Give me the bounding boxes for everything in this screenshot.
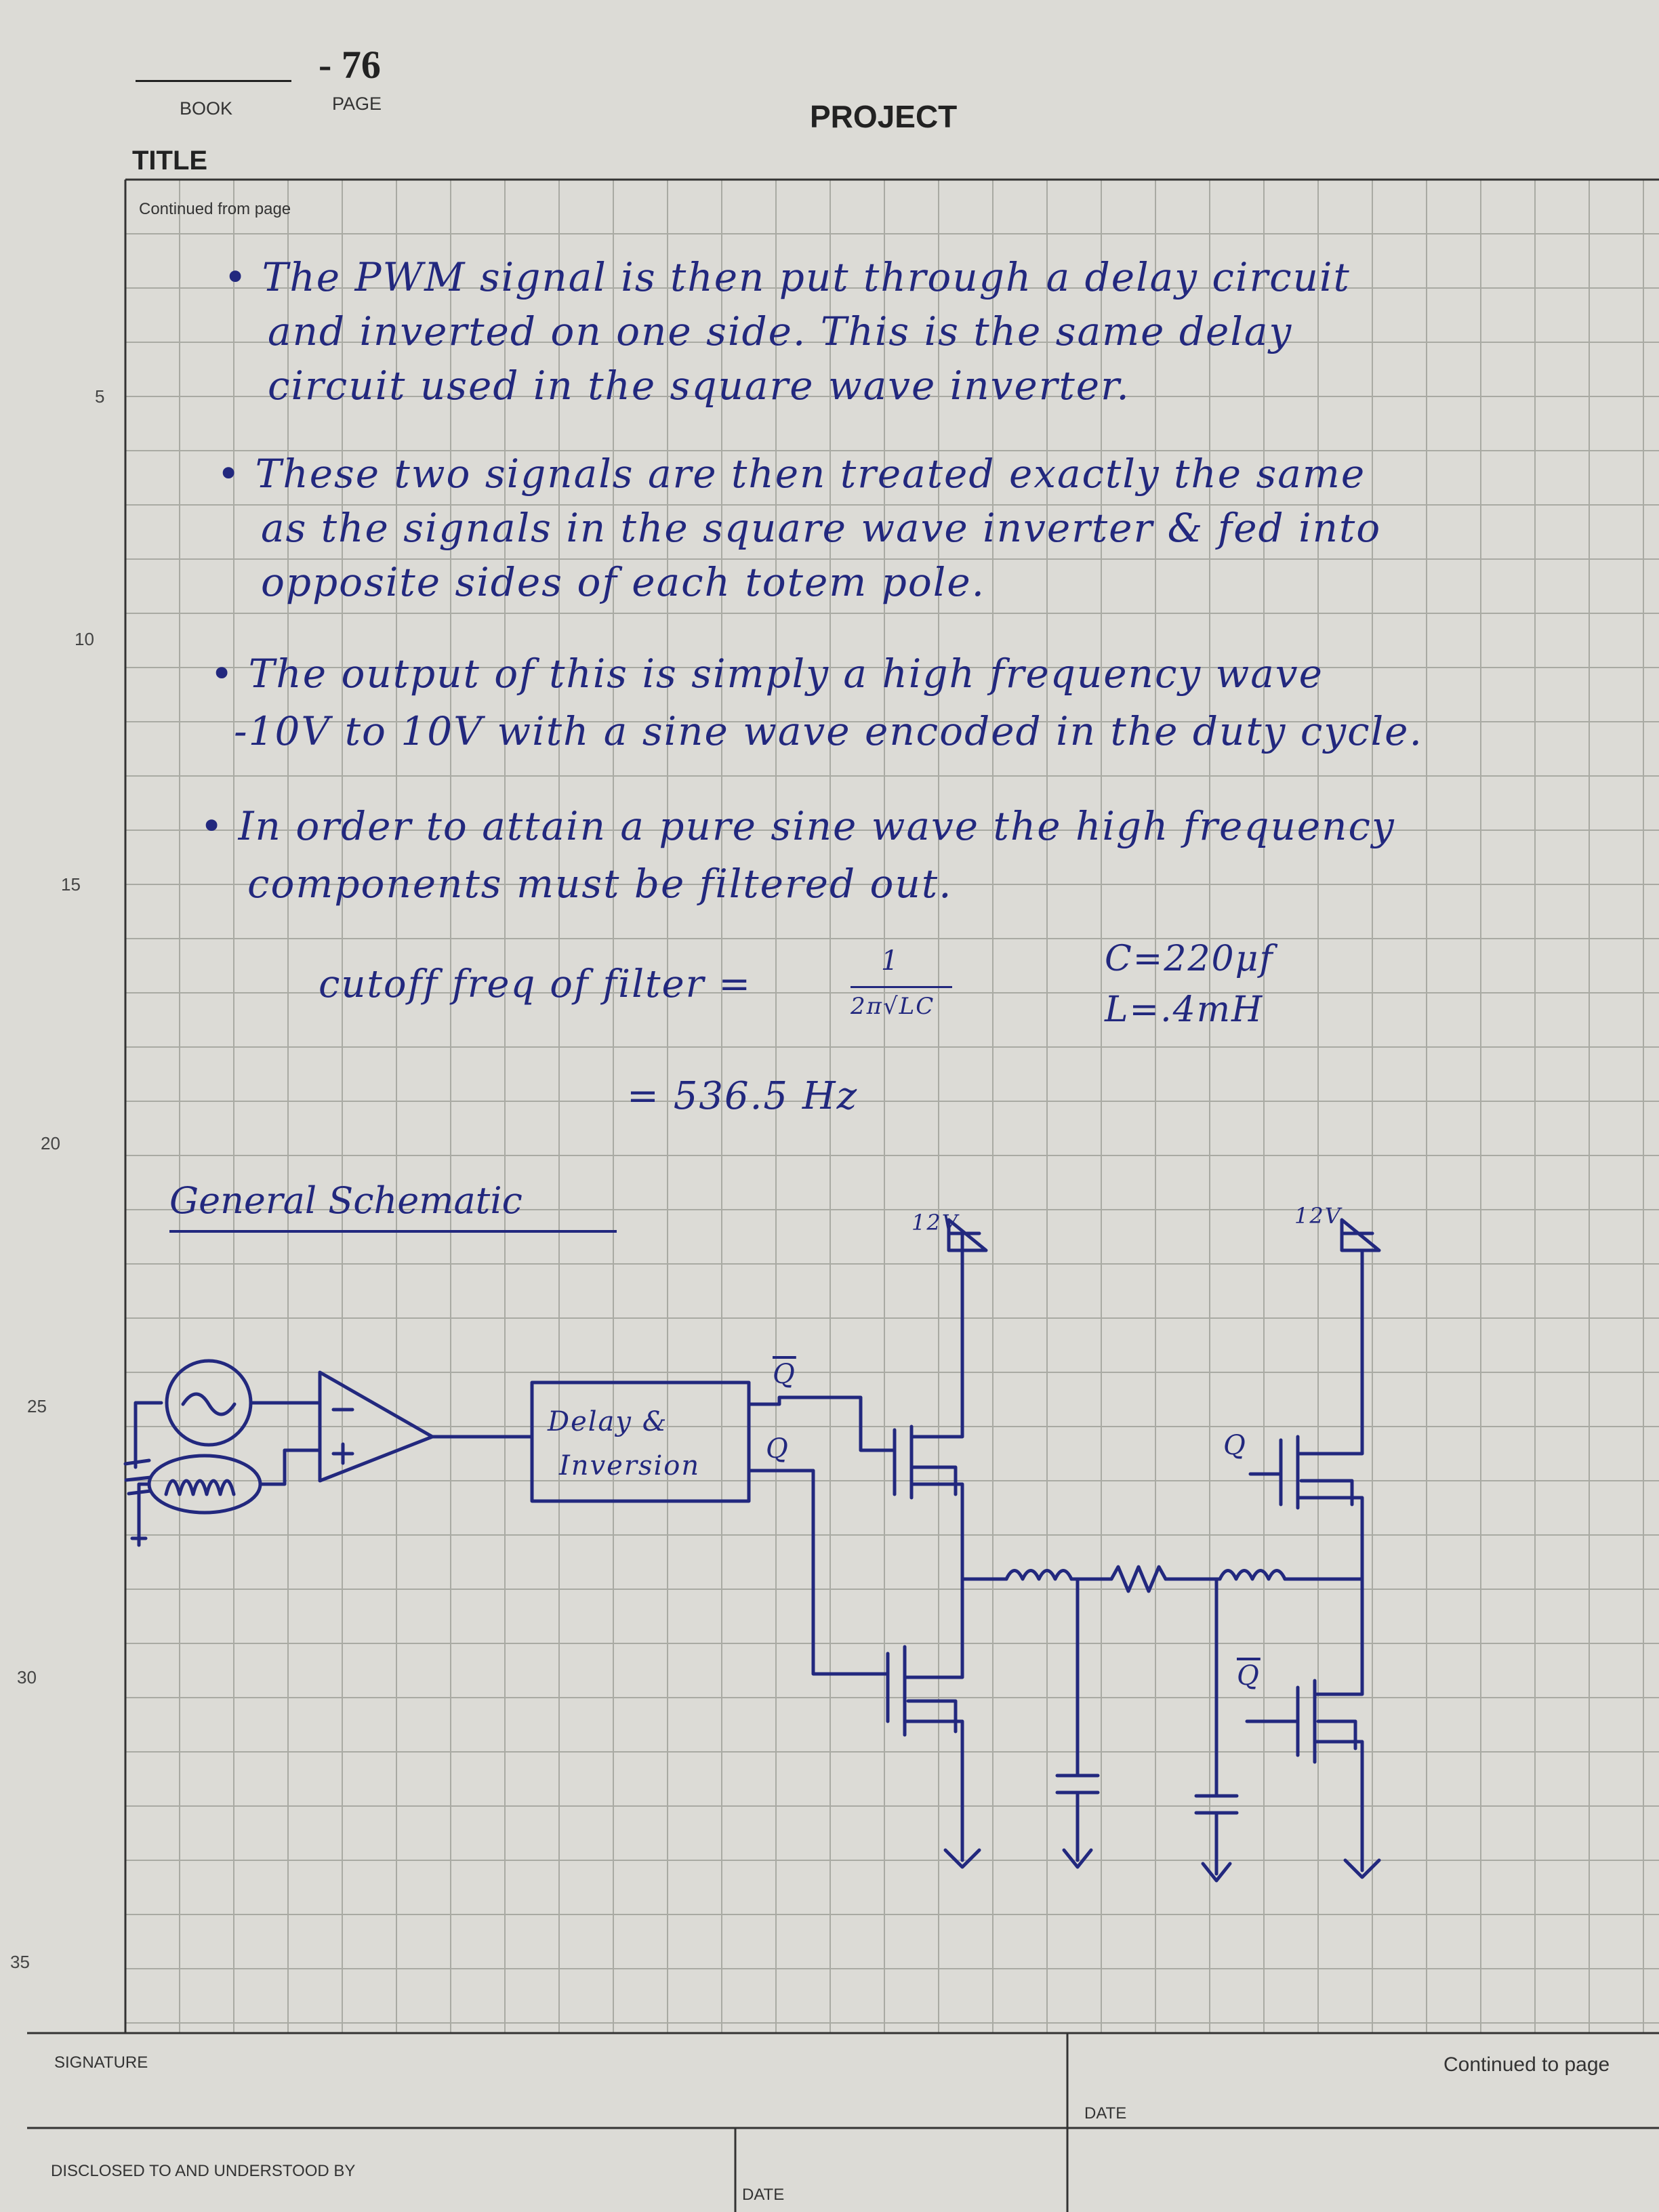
note-line: • These two signals are then treated exa… — [217, 451, 1366, 497]
supply-label: 12V — [1294, 1203, 1342, 1229]
page-label: PAGE — [332, 94, 382, 114]
inductor-left-icon — [1004, 1569, 1073, 1581]
project-label: PROJECT — [810, 99, 958, 134]
q-bar-label: Q — [773, 1359, 796, 1390]
continued-to-label: Continued to page — [1443, 2053, 1610, 2076]
book-number-line — [136, 80, 291, 82]
block-label: Inversion — [559, 1450, 701, 1481]
note-line: and inverted on one side. This is the sa… — [268, 308, 1293, 354]
line-number: 25 — [27, 1396, 47, 1416]
note-line: • The PWM signal is then put through a d… — [224, 254, 1351, 300]
line-number: 35 — [10, 1952, 30, 1972]
formula-numerator: 1 — [881, 945, 900, 977]
date-label: DATE — [742, 2186, 785, 2204]
note-line: circuit used in the square wave inverter… — [268, 363, 1130, 409]
supply-label: 12V — [912, 1210, 959, 1235]
inductor-right-icon — [1218, 1569, 1287, 1581]
line-number: 20 — [41, 1133, 60, 1153]
comparator-icon — [318, 1370, 434, 1483]
line-number: 15 — [61, 874, 81, 895]
gate-label: Q — [1237, 1660, 1261, 1692]
mosfet-bottom-right-icon — [1245, 1577, 1364, 1872]
title-label: TITLE — [132, 146, 208, 176]
continued-from-label: Continued from page — [139, 200, 291, 218]
schematic-title: General Schematic — [169, 1179, 523, 1222]
note-line: as the signals in the square wave invert… — [261, 505, 1382, 551]
mosfet-top-left-icon — [893, 1231, 964, 1578]
inductor-value: L=.4mH — [1105, 989, 1264, 1030]
formula-label: cutoff freq of filter = — [319, 962, 752, 1006]
note-line: • In order to attain a pure sine wave th… — [200, 803, 1395, 849]
gate-label: Q — [1223, 1430, 1247, 1461]
schematic-title-underline — [169, 1230, 617, 1233]
note-line: opposite sides of each totem pole. — [261, 559, 986, 605]
note-line: • The output of this is simply a high fr… — [210, 651, 1324, 697]
capacitor-left-icon — [1055, 1577, 1100, 1869]
q-label: Q — [766, 1433, 790, 1465]
resistor-icon — [1109, 1565, 1168, 1593]
mosfet-bottom-left-icon — [886, 1574, 964, 1862]
signature-label: SIGNATURE — [54, 2053, 148, 2072]
date-label: DATE — [1084, 2104, 1127, 2123]
capacitor-value: C=220μf — [1105, 939, 1274, 979]
formula-denominator: 2π√LC — [851, 993, 935, 1020]
formula-result: = 536.5 Hz — [627, 1074, 859, 1118]
delay-inversion-block — [530, 1380, 751, 1503]
disclosed-label: DISCLOSED TO AND UNDERSTOOD BY — [51, 2162, 356, 2180]
line-number: 30 — [17, 1667, 37, 1687]
line-number: 10 — [75, 629, 94, 649]
block-label: Delay & — [548, 1406, 668, 1437]
capacitor-right-icon — [1194, 1577, 1239, 1883]
fraction-bar — [851, 986, 952, 988]
mosfet-top-right-icon — [1248, 1248, 1364, 1581]
note-line: components must be filtered out. — [247, 861, 953, 907]
line-number: 5 — [95, 386, 105, 407]
page-number: - 76 — [319, 43, 381, 87]
note-line: -10V to 10V with a sine wave encoded in … — [234, 708, 1423, 754]
book-label: BOOK — [180, 98, 233, 119]
